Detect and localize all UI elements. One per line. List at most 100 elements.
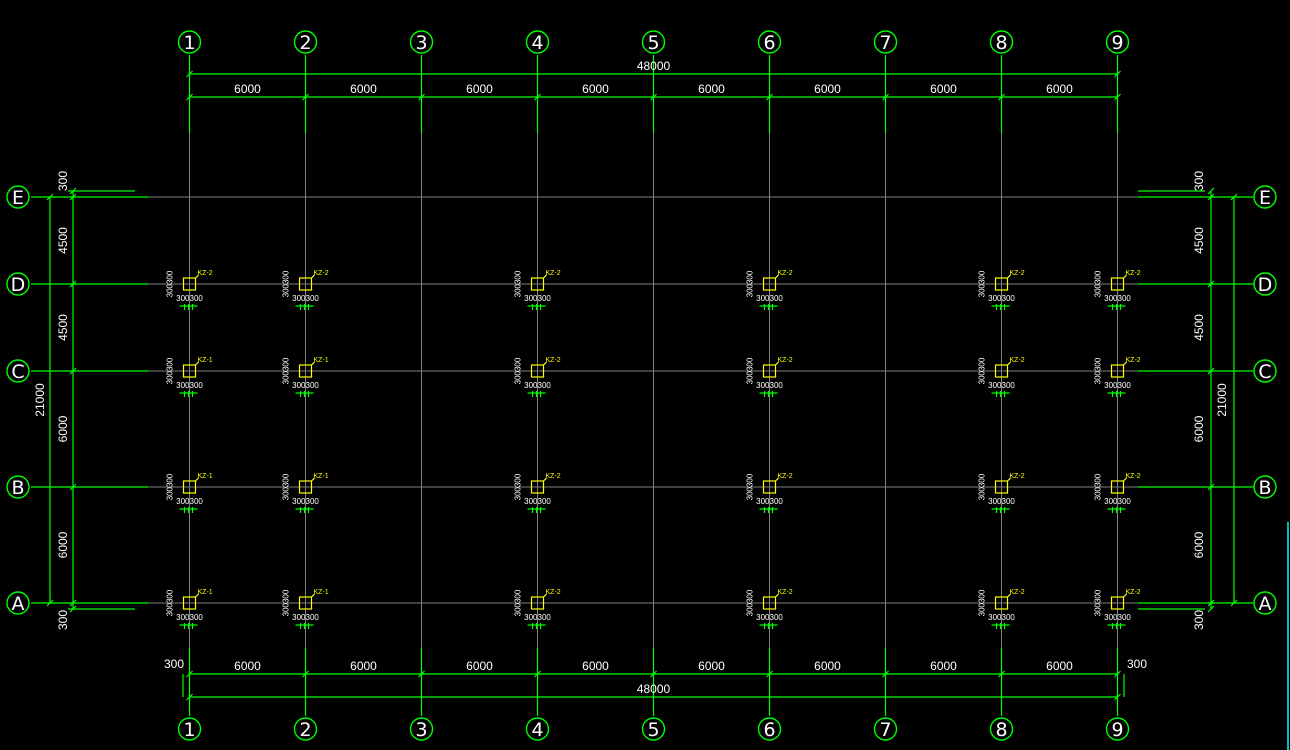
axis-bubble-label: 2 [299, 719, 311, 741]
column-size-label: 300300 [524, 294, 551, 303]
column-tag: KZ-2 [1126, 270, 1141, 277]
column-size-label: 300300 [756, 381, 783, 390]
dimension-tick [46, 599, 54, 607]
axis-bubble-label: 7 [879, 719, 891, 741]
bay-dimension-label: 6000 [698, 82, 725, 96]
column-section [530, 364, 545, 378]
row-dimension-label: 4500 [1192, 227, 1206, 254]
column-section [298, 277, 313, 291]
column-section [1110, 596, 1125, 610]
column-tag-leader [195, 477, 199, 482]
axis-bubble-right-E: E [1253, 185, 1277, 209]
axis-bubble-right-B: B [1253, 475, 1277, 499]
axis-bubble-circle [1253, 272, 1277, 296]
column-tag-leader [1123, 593, 1127, 598]
axis-grid-lines [33, 55, 1255, 713]
column-size-label: 300300 [1104, 381, 1131, 390]
axis-bubble-top-9: 9 [1105, 30, 1130, 54]
bay-dimension-label: 6000 [234, 659, 261, 673]
axis-bubble-label: 2 [299, 32, 311, 54]
column-tag-leader [195, 361, 199, 366]
column-tag-leader [775, 274, 779, 279]
column-section [182, 277, 197, 291]
column-tag-leader [1123, 274, 1127, 279]
dimension-tick [1207, 483, 1215, 491]
column-side-label: 300300 [1094, 473, 1103, 500]
dimension-tick [650, 670, 657, 678]
column-side-label: 300300 [282, 589, 291, 616]
column-tag-leader [1007, 477, 1011, 482]
axis-bubble-circle [641, 717, 666, 741]
column-section [762, 277, 777, 291]
axis-bubble-bottom-1: 1 [177, 717, 202, 741]
axis-bubble-circle [1253, 359, 1277, 383]
column-section [1110, 277, 1125, 291]
edge-offset-label: 300 [56, 171, 70, 191]
axis-bubble-label: 9 [1111, 719, 1123, 741]
column-side-label: 300300 [282, 473, 291, 500]
column-side-label: 300300 [166, 357, 175, 384]
column-side-label: 300300 [746, 357, 755, 384]
column-tag: KZ-2 [1010, 589, 1025, 596]
axis-bubble-circle [6, 475, 30, 499]
axis-bubble-label: 4 [531, 719, 543, 741]
row-dimension-label: 4500 [56, 227, 70, 254]
dimension-tick [302, 670, 309, 678]
edge-offset-label: 300 [1192, 610, 1206, 630]
axis-bubble-circle [6, 185, 30, 209]
column-side-label: 300300 [978, 270, 987, 297]
column-size-label: 300300 [1104, 613, 1131, 622]
dimension-tick [69, 280, 77, 288]
axis-bubble-label: C [1258, 361, 1271, 383]
column-side-label: 300300 [1094, 357, 1103, 384]
column-side-label: 300300 [166, 473, 175, 500]
total-width-label: 48000 [637, 59, 671, 73]
dimension-tick [69, 193, 77, 201]
dimension-tick [882, 670, 889, 678]
axis-bubble-label: 3 [415, 32, 427, 54]
axis-bubble-left-A: A [6, 591, 30, 615]
column-section [298, 596, 313, 610]
dimension-tick [534, 670, 541, 678]
axis-bubble-right-C: C [1253, 359, 1277, 383]
column-section [994, 364, 1009, 378]
column-size-label: 300300 [1104, 294, 1131, 303]
dimension-tick [998, 670, 1005, 678]
axis-bubble-label: D [1258, 274, 1273, 296]
dimension-tick [1207, 599, 1215, 607]
axis-bubble-circle [989, 30, 1014, 54]
column-tag-leader [1123, 361, 1127, 366]
total-width-label: 48000 [637, 682, 671, 696]
axis-bubble-circle [873, 30, 898, 54]
row-dimension-label: 6000 [56, 415, 70, 442]
axis-bubble-circle [1105, 30, 1130, 54]
dimension-tick [1207, 280, 1215, 288]
axis-bubble-top-3: 3 [409, 30, 434, 54]
axis-bubble-left-D: D [6, 272, 30, 296]
dimension-tick [650, 93, 657, 101]
bay-dimension-label: 6000 [350, 659, 377, 673]
axis-bubble-circle [6, 591, 30, 615]
column-size-label: 300300 [176, 294, 203, 303]
column-side-label: 300300 [166, 270, 175, 297]
row-dimension-label: 6000 [56, 531, 70, 558]
dimension-tick [998, 93, 1005, 101]
column-tag: KZ-2 [546, 473, 561, 480]
column-tag: KZ-1 [198, 473, 213, 480]
column-tag: KZ-1 [198, 357, 213, 364]
column-size-label: 300300 [988, 613, 1015, 622]
axis-bubble-bottom-8: 8 [989, 717, 1014, 741]
column-tag-leader [543, 361, 547, 366]
column-size-label: 300300 [292, 613, 319, 622]
axis-bubble-bottom-5: 5 [641, 717, 666, 741]
axis-bubble-label: 7 [879, 32, 891, 54]
